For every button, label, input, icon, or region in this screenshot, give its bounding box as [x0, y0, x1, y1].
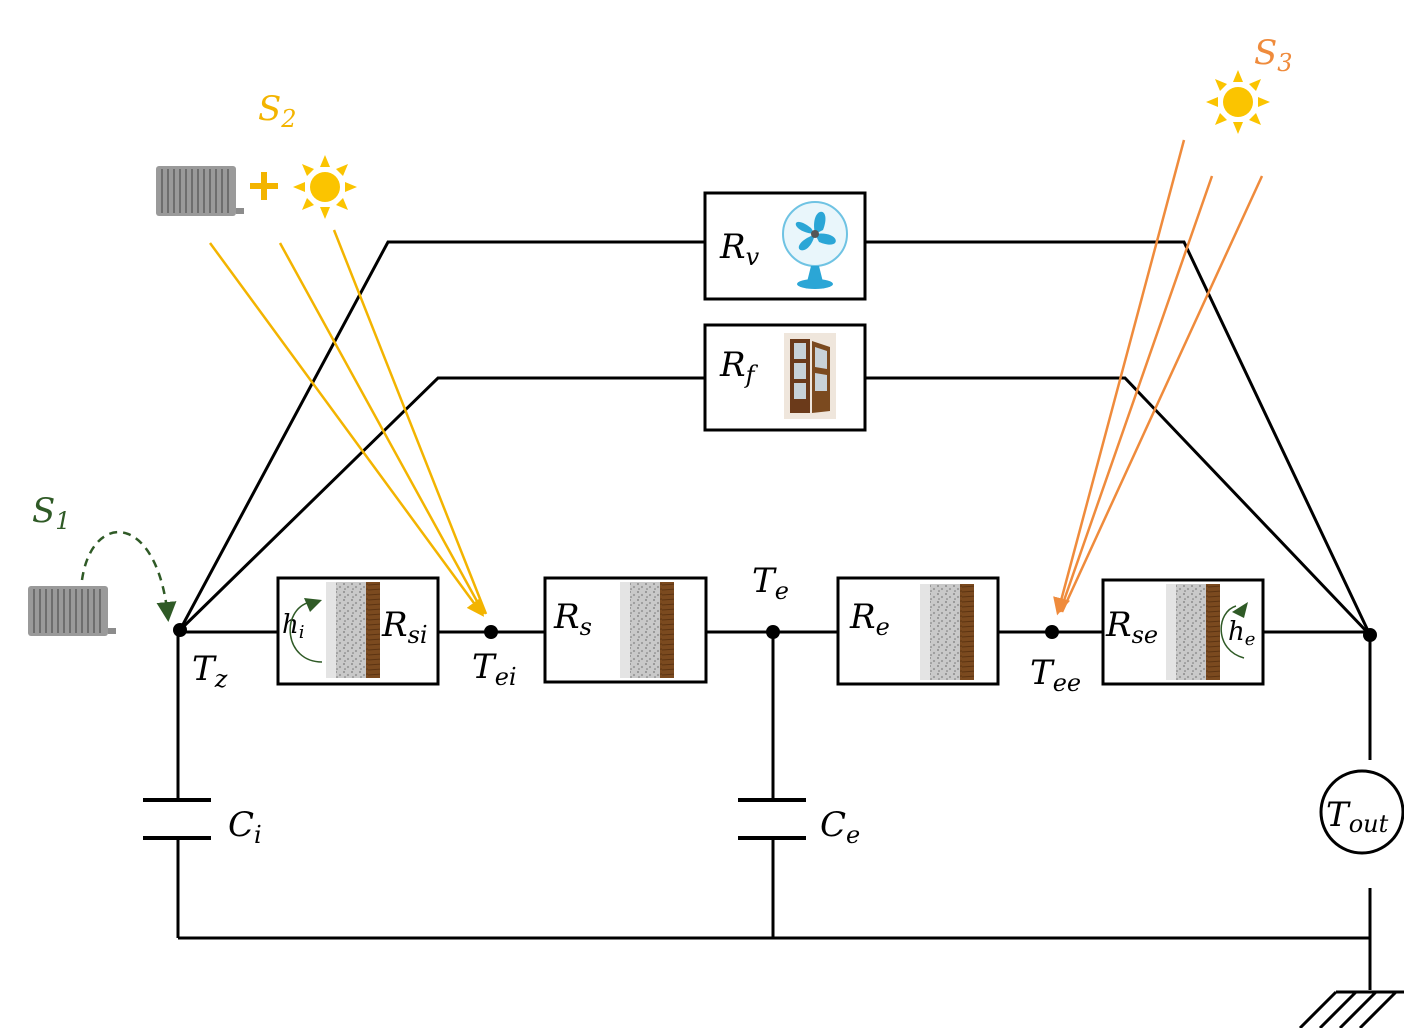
- convection-arrow-icon: [289, 601, 323, 663]
- tz-label: Tz: [192, 649, 228, 693]
- radiator-icon: [155, 165, 245, 217]
- ci-label: Ci: [228, 805, 262, 849]
- window-icon: [784, 333, 836, 419]
- sun-icon: [293, 155, 357, 219]
- resistor-rs: Rs: [543, 576, 708, 684]
- resistor-rse: Rse he: [1101, 578, 1265, 686]
- re-label: Re: [849, 597, 890, 641]
- convection-arrow-icon: [1220, 605, 1245, 659]
- convection-arrowhead: [1232, 602, 1248, 618]
- rf-branch-wire-right: [865, 376, 1372, 637]
- rsi-label: Rsi: [381, 605, 428, 649]
- s2-ray: [278, 242, 486, 615]
- tei-label: Tei: [472, 647, 517, 691]
- capacitor-ce-plates: [738, 798, 806, 840]
- rf-branch-wire: [178, 376, 705, 632]
- s2-ray: [208, 242, 485, 617]
- rv-branch-wire: [178, 240, 705, 631]
- tee-label: Tee: [1030, 653, 1081, 697]
- s1-heat-arrow: [80, 530, 177, 622]
- tout-source: Tout: [1319, 769, 1404, 855]
- convection-arrowhead: [304, 598, 322, 612]
- resistor-rsi: Rsi hi: [276, 576, 440, 686]
- tout-circle: [1319, 769, 1404, 855]
- s3-ray: [1053, 139, 1186, 616]
- s3-label: S3: [1254, 33, 1293, 77]
- he-label: he: [1228, 617, 1255, 650]
- source-s3: S3: [1053, 33, 1293, 616]
- sun-icon: [1206, 70, 1270, 134]
- rse-label: Rse: [1105, 605, 1158, 649]
- node-te: [766, 625, 780, 639]
- radiator-icon: [27, 585, 117, 637]
- rv-branch-wire-right: [865, 240, 1372, 636]
- resistor-rf: Rf: [703, 323, 867, 432]
- plus-icon: [250, 172, 278, 200]
- node-tei: [484, 625, 498, 639]
- capacitor-ci: [143, 798, 211, 840]
- fan-icon: [782, 201, 848, 289]
- resistor-re: Re: [836, 576, 1000, 686]
- rv-label: Rv: [719, 227, 760, 271]
- node-tee: [1045, 625, 1059, 639]
- node-tz: [173, 623, 187, 637]
- te-label: Te: [752, 561, 789, 605]
- wall-layer-icon: [1166, 584, 1220, 680]
- source-s1: S1: [27, 491, 177, 637]
- node-out: [1363, 628, 1377, 642]
- wall-layer-icon: [326, 582, 380, 678]
- s3-ray: [1060, 175, 1264, 613]
- rs-label: Rs: [553, 597, 592, 641]
- capacitor-ce: [738, 798, 806, 840]
- ground-icon: [1298, 990, 1404, 1028]
- s2-label: S2: [258, 89, 297, 133]
- wall-layer-icon: [920, 584, 974, 680]
- nodes: [173, 623, 1377, 642]
- s2-ray: [332, 229, 488, 615]
- tout-label: Tout: [1326, 795, 1389, 838]
- wall-layer-icon: [620, 582, 674, 678]
- ce-label: Ce: [820, 805, 860, 849]
- capacitor-ci-plates: [143, 798, 211, 840]
- resistor-rv: Rv: [703, 191, 867, 301]
- s1-label: S1: [32, 491, 71, 535]
- source-s2: S2: [155, 89, 488, 617]
- s3-ray: [1058, 175, 1214, 613]
